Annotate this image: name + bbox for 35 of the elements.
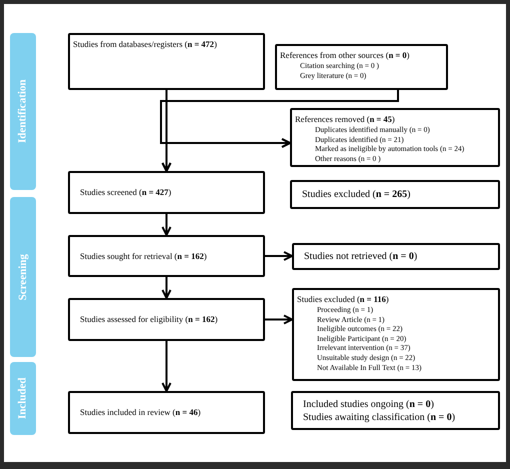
stage-band	[10, 197, 36, 357]
box-text: Studies included in review (n = 46)	[80, 407, 202, 418]
arrow	[162, 277, 172, 299]
box-text: References from other sources (n = 0)	[280, 50, 410, 61]
arrow	[265, 314, 293, 324]
box-text: Studies not retrieved (n = 0)	[304, 250, 418, 263]
box-text: Studies awaiting classification (n = 0)	[303, 410, 456, 424]
process-box	[290, 108, 500, 167]
box-text: Studies sought for retrieval (n = 162)	[80, 250, 208, 262]
box-text: Studies assessed for eligibility (n = 162)	[80, 314, 219, 325]
box-text: References removed (n = 45)	[295, 114, 396, 125]
stage-label: Included	[16, 378, 30, 420]
arrow	[162, 341, 172, 392]
box-text: Studies from databases/registers (n = 472)	[73, 39, 218, 50]
arrow	[160, 90, 399, 148]
arrow	[162, 214, 172, 236]
process-box	[291, 391, 500, 430]
process-box	[275, 44, 448, 90]
box-text: Studies screened (n = 427)	[80, 187, 172, 198]
process-box	[68, 391, 265, 434]
stage-label: Screening	[16, 254, 30, 300]
stage-band	[10, 362, 36, 435]
process-box	[68, 298, 265, 341]
process-box	[292, 243, 500, 270]
process-box	[290, 180, 500, 209]
stage-band	[10, 33, 36, 190]
arrow	[265, 251, 293, 261]
stage-label: Identification	[16, 80, 30, 144]
process-box	[68, 33, 265, 90]
process-box	[68, 171, 265, 214]
process-box	[68, 235, 265, 277]
process-box	[292, 288, 500, 381]
box-text: Studies excluded (n = 265)	[302, 188, 412, 201]
box-text: Included studies ongoing (n = 0)	[303, 398, 435, 410]
box-text: Studies excluded (n = 116)	[297, 294, 390, 305]
